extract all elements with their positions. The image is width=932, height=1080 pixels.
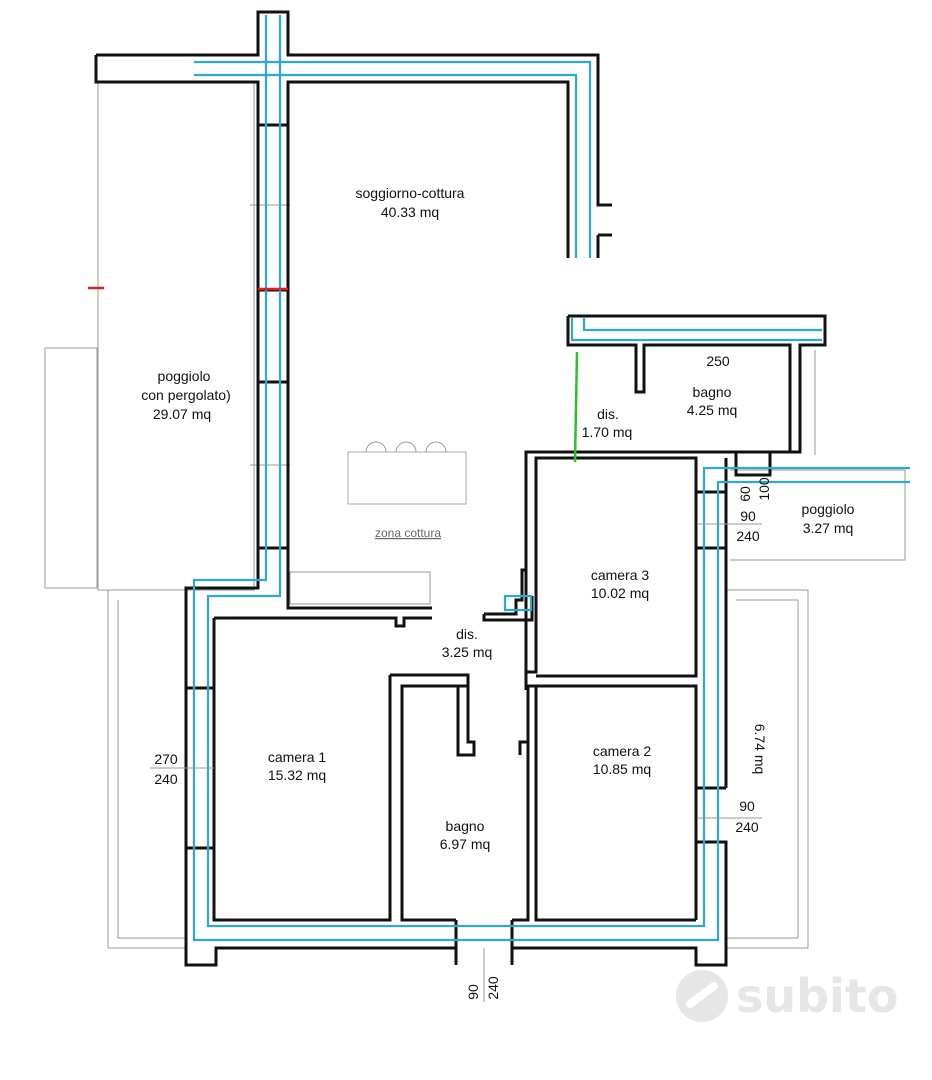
watermark-text: subito: [736, 969, 898, 1023]
dis-small-name: dis.: [597, 406, 619, 422]
poggiolo-pergolato-area: 29.07 mq: [153, 406, 211, 422]
poggiolo-small-name: poggiolo: [802, 501, 855, 517]
bagno-main-name: bagno: [446, 818, 485, 834]
dim-bottom-b: 240: [485, 976, 501, 1000]
poggiolo-small-area: 3.27 mq: [803, 520, 854, 536]
dim-right2-b: 240: [735, 819, 759, 835]
dim-right1-d: 240: [736, 528, 760, 544]
kitchen-island: [347, 441, 467, 505]
side-area-label: 6.74 mq: [752, 724, 768, 775]
subito-watermark: subito: [676, 969, 898, 1023]
dim-right1-a: 60: [737, 486, 753, 502]
dis-small-area: 1.70 mq: [582, 424, 633, 440]
poggiolo-pergolato-subtitle: con pergolato): [141, 387, 231, 403]
soggiorno-area: 40.33 mq: [381, 204, 439, 220]
green-line: [573, 351, 579, 463]
poggiolo-pergolato-name: poggiolo: [158, 368, 211, 384]
dimension-lines: [150, 523, 762, 1002]
camera1-area: 15.32 mq: [268, 767, 326, 783]
bagno-main-area: 6.97 mq: [440, 836, 491, 852]
dim-right2-a: 90: [739, 798, 755, 814]
walls: [94, 10, 827, 967]
dim-bottom-a: 90: [465, 984, 481, 1000]
bagno-top-name: bagno: [693, 384, 732, 400]
camera3-name: camera 3: [591, 567, 650, 583]
terrace-outline: [44, 81, 906, 949]
bagno-width-dimension: 250: [706, 353, 730, 369]
dim-right1-c: 90: [740, 508, 756, 524]
camera2-area: 10.85 mq: [593, 761, 651, 777]
camera1-name: camera 1: [268, 749, 327, 765]
heating-pipes: [192, 15, 910, 942]
camera2-name: camera 2: [593, 743, 652, 759]
dim-left-b: 240: [154, 771, 178, 787]
soggiorno-name: soggiorno-cottura: [356, 185, 465, 201]
dis-main-name: dis.: [456, 626, 478, 642]
zona-cottura-label: zona cottura: [375, 526, 441, 540]
camera3-area: 10.02 mq: [591, 585, 649, 601]
dim-left-a: 270: [154, 751, 178, 767]
dim-right1-b: 100: [756, 477, 772, 501]
bagno-top-area: 4.25 mq: [687, 402, 738, 418]
dis-main-area: 3.25 mq: [442, 644, 493, 660]
